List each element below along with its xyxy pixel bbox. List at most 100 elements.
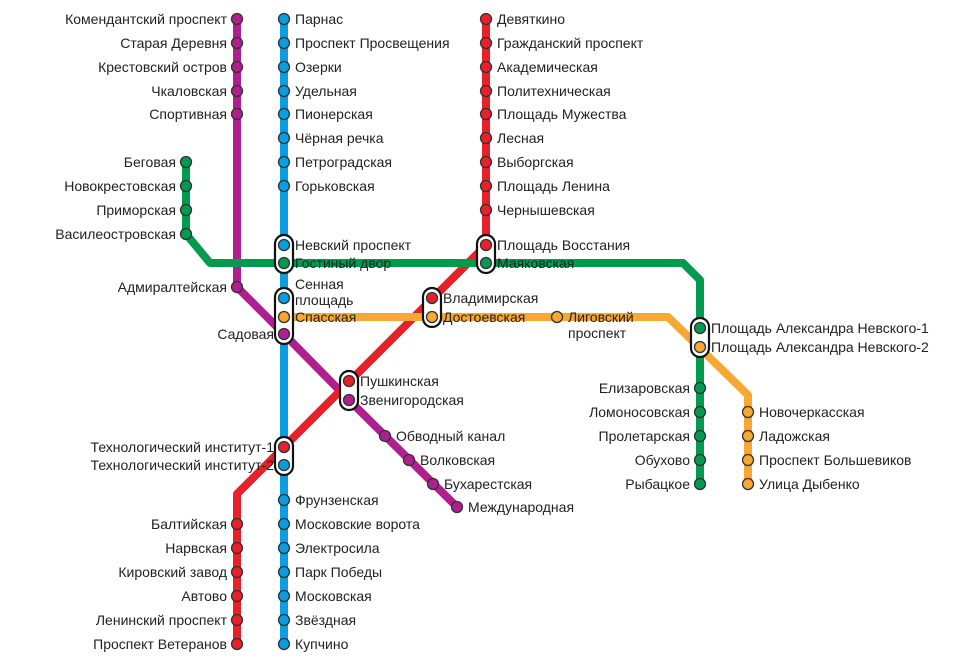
- station[interactable]: Звенигородская: [342, 392, 464, 408]
- station-dot[interactable]: [693, 453, 707, 467]
- station-label[interactable]: Ломоносовская: [589, 404, 690, 420]
- station-label[interactable]: Звенигородская: [360, 392, 464, 408]
- station-dot[interactable]: [479, 107, 493, 121]
- station-dot[interactable]: [479, 155, 493, 169]
- station-label[interactable]: Озерки: [295, 59, 342, 75]
- station-dot[interactable]: [230, 517, 244, 531]
- station[interactable]: Обводный канал: [378, 428, 506, 444]
- station-label[interactable]: Площадь Восстания: [497, 237, 630, 253]
- station[interactable]: Новочеркасская: [741, 404, 865, 420]
- station-label[interactable]: Пушкинская: [360, 373, 439, 389]
- station[interactable]: Ладожская: [741, 428, 830, 444]
- station-dot[interactable]: [277, 310, 291, 324]
- station[interactable]: Балтийская: [151, 516, 244, 532]
- station[interactable]: Садовая: [217, 326, 291, 342]
- station-label[interactable]: Ленинский проспект: [96, 612, 228, 628]
- station[interactable]: Гражданский проспект: [479, 35, 644, 51]
- station[interactable]: Бухарестская: [426, 476, 533, 492]
- station-dot[interactable]: [277, 291, 291, 305]
- station-dot[interactable]: [230, 589, 244, 603]
- station[interactable]: Адмиралтейская: [118, 279, 244, 295]
- station-dot[interactable]: [230, 541, 244, 555]
- station[interactable]: Горьковская: [277, 178, 375, 194]
- station[interactable]: Площадь Восстания: [479, 237, 631, 253]
- station-label[interactable]: Рыбацкое: [625, 476, 690, 492]
- station-dot[interactable]: [425, 310, 439, 324]
- station-label[interactable]: Выборгская: [497, 154, 574, 170]
- station[interactable]: Выборгская: [479, 154, 574, 170]
- station-dot[interactable]: [342, 393, 356, 407]
- station[interactable]: Волковская: [402, 452, 496, 468]
- station-label[interactable]: Невский проспект: [295, 237, 412, 253]
- station[interactable]: Старая Деревня: [120, 35, 244, 51]
- station[interactable]: Достоевская: [425, 309, 526, 325]
- station[interactable]: Технологический институт-1: [91, 439, 291, 455]
- station[interactable]: Беговая: [124, 154, 193, 170]
- station[interactable]: Технологический институт-2: [91, 457, 291, 473]
- station-dot[interactable]: [550, 310, 564, 324]
- station-label[interactable]: Девяткино: [497, 11, 565, 27]
- station-dot[interactable]: [277, 131, 291, 145]
- station-label[interactable]: Пионерская: [295, 106, 373, 122]
- station-label[interactable]: Владимирская: [443, 290, 538, 306]
- station-label[interactable]: Новочеркасская: [759, 404, 865, 420]
- station-dot[interactable]: [693, 429, 707, 443]
- station-label[interactable]: Балтийская: [151, 516, 227, 532]
- station-dot[interactable]: [230, 280, 244, 294]
- station-label[interactable]: Елизаровская: [599, 380, 690, 396]
- station-dot[interactable]: [230, 36, 244, 50]
- station-label[interactable]: Пролетарская: [599, 428, 690, 444]
- station-dot[interactable]: [277, 256, 291, 270]
- station-label[interactable]: Московская: [295, 588, 372, 604]
- station-label[interactable]: Василеостровская: [55, 226, 176, 242]
- station-dot[interactable]: [277, 493, 291, 507]
- station[interactable]: Улица Дыбенко: [741, 476, 860, 492]
- station-label[interactable]: Обухово: [635, 452, 691, 468]
- station-label[interactable]: Спортивная: [149, 106, 227, 122]
- station-dot[interactable]: [479, 60, 493, 74]
- station-dot[interactable]: [277, 589, 291, 603]
- station-dot[interactable]: [277, 637, 291, 651]
- station[interactable]: Московские ворота: [277, 516, 421, 532]
- station-dot[interactable]: [479, 131, 493, 145]
- station-dot[interactable]: [342, 374, 356, 388]
- station-dot[interactable]: [277, 84, 291, 98]
- station[interactable]: Владимирская: [425, 290, 539, 306]
- station-dot[interactable]: [277, 440, 291, 454]
- station-dot[interactable]: [479, 179, 493, 193]
- station-dot[interactable]: [277, 60, 291, 74]
- station-dot[interactable]: [277, 107, 291, 121]
- station-label[interactable]: Спасская: [295, 309, 356, 325]
- station[interactable]: Кировский завод: [118, 564, 244, 580]
- station-label[interactable]: Новокрестовская: [64, 178, 176, 194]
- station-label[interactable]: Электросила: [295, 540, 380, 556]
- station-label[interactable]: Парнас: [295, 11, 343, 27]
- station-label[interactable]: Обводный канал: [396, 428, 505, 444]
- station[interactable]: Рыбацкое: [625, 476, 707, 492]
- station[interactable]: Удельная: [277, 83, 357, 99]
- station[interactable]: Проспект Просвещения: [277, 35, 450, 51]
- station-dot[interactable]: [230, 84, 244, 98]
- station-dot[interactable]: [741, 477, 755, 491]
- station[interactable]: Фрунзенская: [277, 492, 379, 508]
- station[interactable]: Петроградская: [277, 154, 393, 170]
- station-dot[interactable]: [277, 327, 291, 341]
- station-dot[interactable]: [277, 517, 291, 531]
- station[interactable]: Московская: [277, 588, 372, 604]
- station[interactable]: Крестовский остров: [98, 59, 244, 75]
- station-label[interactable]: Крестовский остров: [98, 59, 227, 75]
- station[interactable]: Новокрестовская: [64, 178, 193, 194]
- station-dot[interactable]: [425, 291, 439, 305]
- station[interactable]: Академическая: [479, 59, 598, 75]
- station[interactable]: Озерки: [277, 59, 342, 75]
- station-label[interactable]: Академическая: [497, 59, 598, 75]
- station[interactable]: Ленинский проспект: [96, 612, 244, 628]
- station[interactable]: Купчино: [277, 636, 349, 652]
- station-label[interactable]: Бухарестская: [444, 476, 532, 492]
- station-dot[interactable]: [277, 36, 291, 50]
- station-dot[interactable]: [277, 238, 291, 252]
- station-label[interactable]: Ладожская: [759, 428, 830, 444]
- station-label[interactable]: Гостиный двор: [295, 255, 391, 271]
- station[interactable]: Автово: [181, 588, 244, 604]
